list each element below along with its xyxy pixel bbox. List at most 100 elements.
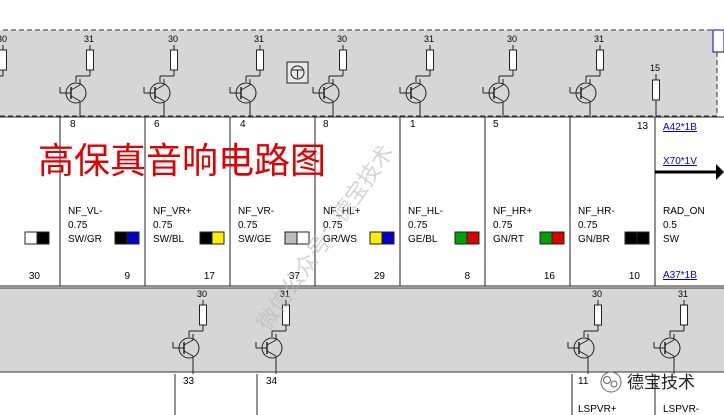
upper-supply-label: 30: [168, 34, 178, 44]
lower-columns: [174, 374, 656, 415]
wire-gauge: 0.5: [663, 220, 677, 231]
wire-pin-number: 8: [464, 271, 470, 282]
color-swatch: [466, 231, 480, 245]
connector-a37[interactable]: A37*1B: [663, 270, 697, 281]
wire-color-code: GE/BL: [408, 234, 438, 245]
color-swatch: [454, 231, 468, 245]
wire-color-code: GN/RT: [493, 234, 524, 245]
lower-pin-label: 33: [183, 376, 195, 387]
wire-name: NF_HR+: [493, 206, 532, 217]
lower-transistor-0: 30 33: [172, 289, 207, 387]
wire-pin-number: 29: [374, 271, 386, 282]
wire-color-code: SW/BL: [153, 234, 185, 245]
color-swatch: [369, 231, 383, 245]
color-swatch: [126, 231, 140, 245]
color-swatch: [539, 231, 553, 245]
wire-column-0[interactable]: VL+/RT30: [0, 206, 50, 282]
brand-name: 德宝技术: [627, 373, 695, 392]
lower-supply-label: 30: [197, 289, 207, 299]
color-swatch: [296, 231, 310, 245]
wire-gauge: 0.75: [153, 220, 173, 231]
upper-supply-label: 31: [594, 34, 604, 44]
upper-pin-label: 4: [240, 119, 246, 130]
upper-transistor-0: 307: [0, 34, 7, 77]
connector-x70[interactable]: X70*1V: [663, 156, 697, 167]
upper-transistor-6: 305: [482, 34, 517, 130]
upper-module-corner: [712, 29, 724, 53]
upper-supply-label: 15: [650, 63, 660, 73]
wire-color-code: GN/BR: [578, 234, 610, 245]
color-swatch: [114, 231, 128, 245]
wire-pin-number: 37: [289, 271, 301, 282]
upper-pin-label: 8: [70, 119, 76, 130]
color-swatch: [551, 231, 565, 245]
wire-color-code: SW/GE: [238, 234, 272, 245]
color-swatch: [636, 231, 650, 245]
wire-pin-number: 9: [124, 271, 130, 282]
wire-name: NF_HL+: [323, 206, 361, 217]
wire-color-code: SW/GR: [68, 234, 102, 245]
lower-pin-label: 11: [578, 376, 589, 387]
upper-supply-label: 30: [0, 34, 7, 44]
lower-module-box: [0, 287, 724, 373]
upper-supply-label: 31: [424, 34, 434, 44]
wire-pin-number: 30: [29, 271, 41, 282]
wire-pin-number: 17: [204, 271, 216, 282]
wire-name: NF_VR+: [153, 206, 192, 217]
wire-pin-number: 10: [629, 271, 641, 282]
upper-supply-label: 31: [254, 34, 264, 44]
wire-color-code: GR/WS: [323, 234, 357, 245]
wire-name: NF_VL-: [68, 206, 102, 217]
lower-supply-label: 31: [678, 289, 688, 299]
color-swatch: [624, 231, 638, 245]
upper-pin-label: 6: [154, 119, 160, 130]
upper-transistor-3: 31 4: [229, 34, 264, 130]
wire-name: NF_HR-: [578, 206, 615, 217]
potentiometer-symbol: [286, 61, 309, 84]
wire-column-8[interactable]: RAD_ON 0.5SW: [654, 117, 705, 286]
wire-gauge: 0.75: [238, 220, 258, 231]
upper-supply-label: 30: [337, 34, 347, 44]
lower-transistor-2: 30 11: [567, 289, 602, 387]
upper-transistor-1: 31 8: [59, 34, 94, 130]
wire-name: NF_VR-: [238, 206, 274, 217]
lower-supply-label: 30: [592, 289, 602, 299]
upper-module-box: [0, 29, 718, 117]
lower-pin-label: 34: [266, 376, 278, 387]
upper-transistor-7: 31: [569, 34, 604, 117]
wire-name: NF_HL-: [408, 206, 443, 217]
color-swatch: [199, 231, 213, 245]
rad-on-arrow: [655, 164, 724, 180]
diagram-title: 高保真音响电路图: [38, 140, 326, 181]
color-swatch: [36, 231, 50, 245]
upper-pin-label: 8: [323, 119, 329, 130]
upper-pin-label: 13: [637, 121, 649, 132]
wire-gauge: 0.75: [493, 220, 513, 231]
bottom-label-lspvr-minus: LSPVR-: [663, 404, 699, 415]
wire-pin-number: 16: [544, 271, 556, 282]
upper-pin-label: 1: [410, 119, 416, 130]
color-swatch: [24, 231, 38, 245]
wire-gauge: 0.75: [408, 220, 428, 231]
connector-a42[interactable]: A42*1B: [663, 122, 697, 133]
wire-name: RAD_ON: [663, 206, 705, 217]
color-swatch: [211, 231, 225, 245]
color-swatch: [284, 231, 298, 245]
upper-transistor-5: 31 1: [399, 34, 434, 130]
wire-gauge: 0.75: [68, 220, 88, 231]
upper-transistor-4: 30 8: [312, 34, 347, 130]
wire-color-code: SW: [663, 234, 680, 245]
upper-supply-label: 31: [84, 34, 94, 44]
upper-transistor-2: 30 6: [143, 34, 178, 130]
